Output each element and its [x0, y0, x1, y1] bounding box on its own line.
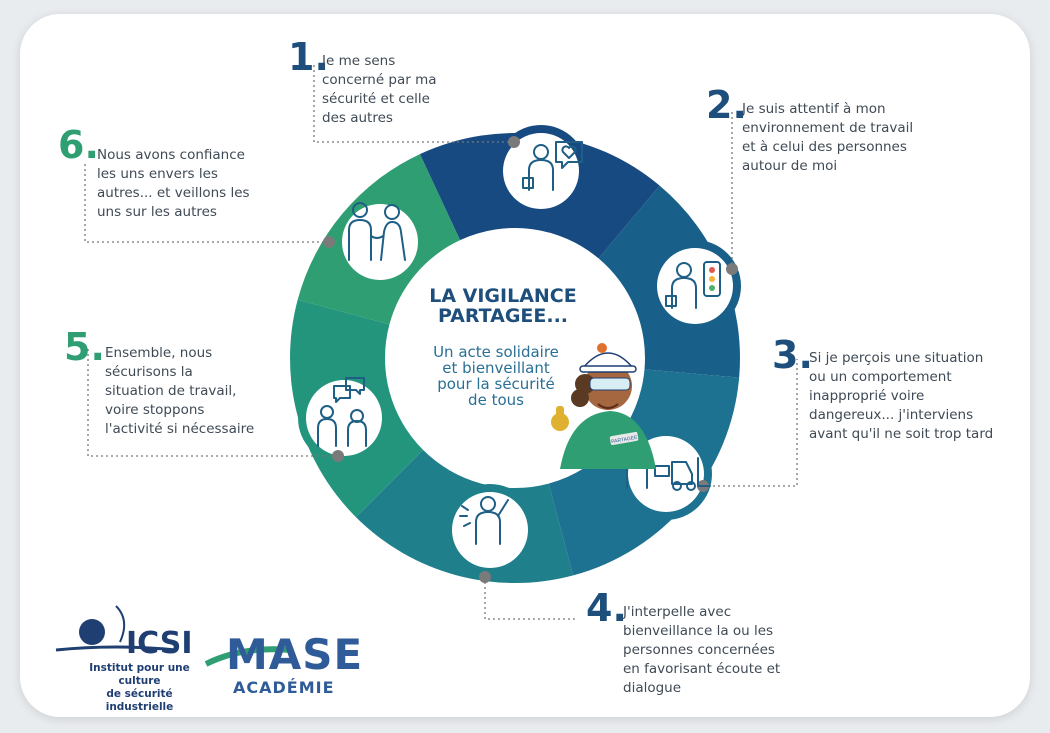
step-5-number: 5.	[64, 325, 105, 369]
leader-line-4	[484, 577, 575, 620]
leader-line-1	[313, 62, 514, 143]
leader-dot-2	[726, 263, 738, 275]
icon-disc-5	[306, 380, 382, 456]
mase-logo-text: MASE	[226, 630, 364, 679]
person-heart-bubble-icon	[522, 141, 583, 191]
leader-line-6	[84, 162, 329, 243]
leader-dot-1	[508, 136, 520, 148]
step-4-number: 4.	[586, 586, 627, 630]
person-traffic-light-icon	[665, 261, 721, 309]
person-raised-hand-icon	[459, 496, 509, 545]
leader-dot-4	[479, 571, 491, 583]
infographic-card: PARTAGEE LA VIGILANCE PARTAGEE... Un act…	[20, 14, 1030, 717]
icon-disc-4	[452, 492, 528, 568]
step-3-number: 3.	[772, 333, 813, 377]
leader-dot-6	[323, 236, 335, 248]
two-people-holding-hands-icon	[348, 202, 406, 261]
step-6-number: 6.	[58, 123, 99, 167]
step-2-number: 2.	[706, 83, 747, 127]
icon-disc-6	[342, 204, 418, 280]
leader-line-3	[703, 359, 798, 487]
step-1-number: 1.	[288, 35, 329, 79]
leader-dot-5	[332, 450, 344, 462]
leader-line-5	[87, 347, 338, 457]
icon-disc-1	[503, 133, 579, 209]
icsi-logo-text: ICSI	[126, 626, 193, 661]
mascot-badge-text: PARTAGEE	[611, 435, 639, 446]
icsi-logo-mark	[55, 605, 177, 652]
icsi-tagline: Institut pour une culture de sécurité in…	[89, 662, 190, 713]
mase-swoosh	[204, 646, 291, 667]
vigilance-ring-diagram: PARTAGEE	[55, 62, 798, 667]
center-subtitle: Un acte solidaire et bienveillant pour l…	[433, 343, 559, 409]
two-people-talking-icon	[317, 377, 367, 447]
mase-academie-text: ACADÉMIE	[233, 678, 335, 697]
center-disc	[397, 240, 633, 476]
leader-dots	[323, 136, 738, 583]
center-title: LA VIGILANCE PARTAGEE...	[429, 285, 577, 327]
mascot-illustration: PARTAGEE	[551, 343, 656, 469]
leader-lines	[84, 62, 798, 620]
